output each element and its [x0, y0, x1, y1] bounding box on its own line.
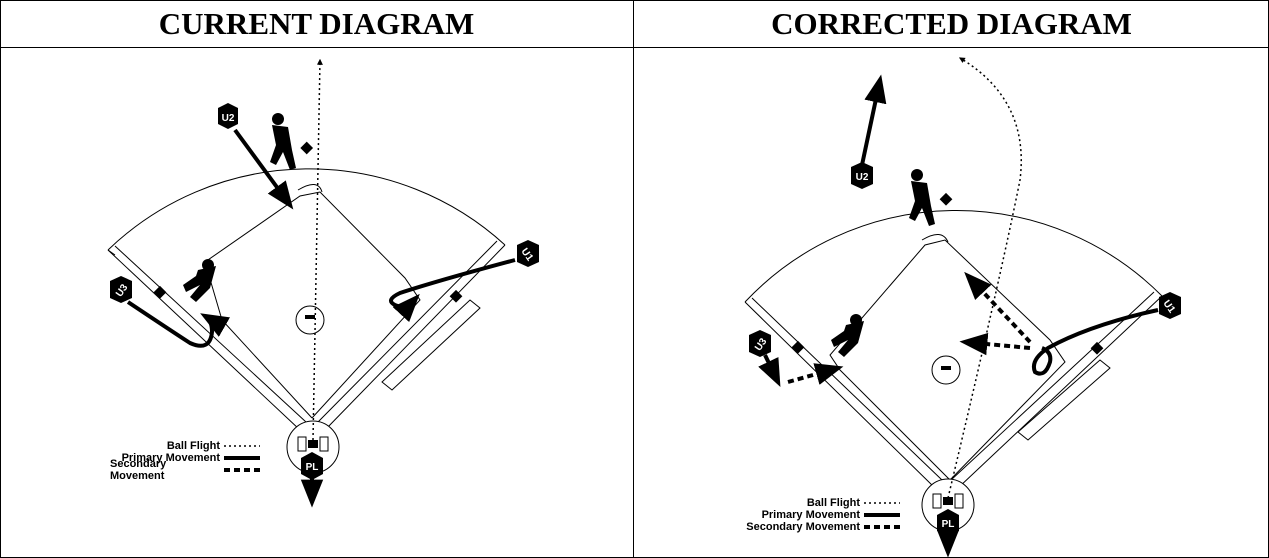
- right-umpire-u3: U3: [749, 330, 771, 357]
- catcher-box: [943, 497, 953, 505]
- left-pl-label: PL: [306, 462, 319, 473]
- legend-primary-movement: Primary Movement: [110, 452, 260, 464]
- runner-second-icon: [270, 113, 296, 170]
- right-legend: Ball Flight Primary Movement Secondary M…: [745, 497, 900, 533]
- left-umpire-pl: PL: [301, 452, 323, 480]
- pitchers-rubber: [941, 366, 951, 370]
- left-legend: Ball Flight Primary Movement Secondary M…: [110, 440, 260, 482]
- legend-ball-flight-swatch: [224, 445, 260, 447]
- u3-primary-movement: [758, 354, 781, 388]
- third-base-bag: [791, 340, 805, 354]
- pitchers-rubber: [305, 315, 315, 319]
- legend-secondary-movement-label: Secondary Movement: [110, 458, 167, 482]
- catcher-box: [308, 440, 318, 448]
- legend-secondary-movement-swatch: [864, 525, 900, 529]
- left-umpire-u1: U1: [517, 240, 539, 267]
- first-base-coach-box: [381, 299, 481, 391]
- left-field: [107, 58, 516, 508]
- right-umpire-u1: U1: [1159, 292, 1181, 319]
- u1-primary-movement: [389, 258, 516, 323]
- right-panel-title: CORRECTED DIAGRAM: [771, 6, 1132, 41]
- u2-primary-movement: [860, 74, 887, 166]
- baselines: [744, 291, 1163, 489]
- left-umpire-u2: U2: [218, 103, 238, 129]
- right-field: [744, 57, 1163, 558]
- legend-primary-movement-swatch: [864, 513, 900, 517]
- right-umpire-u2: U2: [851, 162, 873, 189]
- second-base-cutout: [921, 234, 949, 243]
- right-umpire-pl: PL: [937, 509, 959, 537]
- u3-secondary-movement: [787, 363, 844, 385]
- legend-primary-movement-swatch: [224, 456, 260, 460]
- second-base-bag: [939, 192, 953, 206]
- right-u2-label: U2: [856, 172, 869, 183]
- legend-ball-flight-swatch: [864, 502, 900, 504]
- u1-secondary-to-second: [964, 271, 1032, 344]
- u3-primary-movement: [126, 300, 231, 348]
- legend-ball-flight: Ball Flight: [110, 440, 260, 452]
- left-u2-label: U2: [222, 113, 235, 124]
- batters-box-right: [954, 493, 964, 509]
- legend-primary-movement-label: Primary Movement: [121, 452, 220, 464]
- right-pl-label: PL: [942, 519, 955, 530]
- legend-primary-movement-label: Primary Movement: [761, 509, 860, 521]
- ball-flight-line: [312, 58, 323, 441]
- u1-primary-movement: [1031, 308, 1159, 376]
- legend-secondary-movement: Secondary Movement: [110, 458, 260, 482]
- second-base-bag: [300, 141, 314, 155]
- batters-box-left: [932, 493, 942, 509]
- left-umpire-u3: U3: [110, 276, 132, 303]
- u1-secondary-to-mound: [959, 332, 1031, 356]
- outfield-arc: [744, 210, 1163, 303]
- legend-secondary-movement-swatch: [224, 468, 260, 472]
- legend-primary-movement: Primary Movement: [745, 509, 900, 521]
- second-base-cutout: [297, 184, 323, 193]
- outfield-arc: [107, 168, 506, 251]
- legend-secondary-movement-label: Secondary Movement: [746, 521, 860, 533]
- legend-secondary-movement: Secondary Movement: [745, 521, 900, 533]
- legend-ball-flight-label: Ball Flight: [166, 440, 220, 452]
- batters-box-left: [297, 436, 307, 452]
- legend-ball-flight-label: Ball Flight: [806, 497, 860, 509]
- runner-third-icon: [183, 259, 216, 302]
- u2-primary-movement: [233, 128, 294, 210]
- third-base-bag: [153, 285, 167, 299]
- pitchers-mound: [295, 305, 325, 335]
- runner-third-icon: [831, 314, 864, 357]
- legend-ball-flight: Ball Flight: [745, 497, 900, 509]
- first-base-coach-box: [1017, 359, 1111, 441]
- batters-box-right: [319, 436, 329, 452]
- first-base-bag: [449, 289, 463, 303]
- runner-second-icon: [909, 169, 935, 226]
- left-panel-title: CURRENT DIAGRAM: [158, 6, 475, 41]
